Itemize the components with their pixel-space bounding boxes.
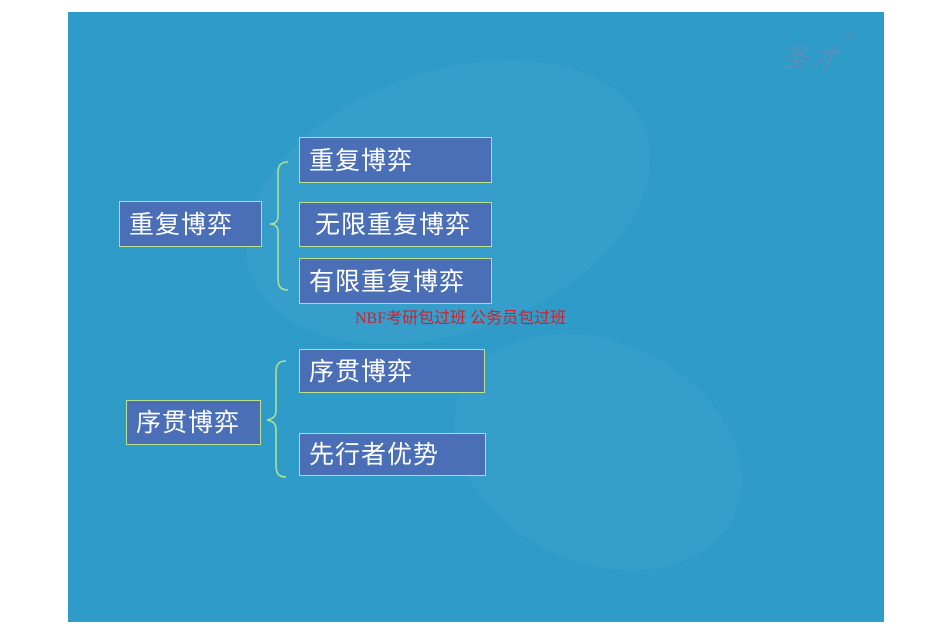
child-box-infinite-repeated-game: 无限重复博弈 [299,202,492,247]
box-label: 序贯博弈 [136,408,241,437]
child-box-first-mover-advantage: 先行者优势 [299,433,486,476]
brace-icon [266,360,287,478]
child-box-repeated-game: 重复博弈 [299,137,492,183]
parent-box-repeated-game: 重复博弈 [119,201,262,247]
watermark-ad-text: NBF考研包过班 公务员包过班 [355,310,567,327]
box-label: 重复博弈 [309,145,414,175]
registered-mark-icon: ® [845,32,854,42]
slide: 圣才 ® 重复博弈 重复博弈 无限重复博弈 有限重复博弈 NBF考研包过班 公务… [68,12,884,622]
box-label: 无限重复博弈 [315,210,472,239]
box-label: 序贯博弈 [309,356,414,386]
box-label: 先行者优势 [309,440,440,469]
box-label: 有限重复博弈 [309,266,466,296]
parent-box-sequential-game: 序贯博弈 [126,400,261,445]
child-box-sequential-game: 序贯博弈 [299,349,485,393]
logo-text: 圣才 [782,44,843,74]
brand-logo: 圣才 ® [782,32,862,78]
box-label: 重复博弈 [129,209,234,239]
child-box-finite-repeated-game: 有限重复博弈 [299,258,492,304]
brace-icon [269,161,289,291]
